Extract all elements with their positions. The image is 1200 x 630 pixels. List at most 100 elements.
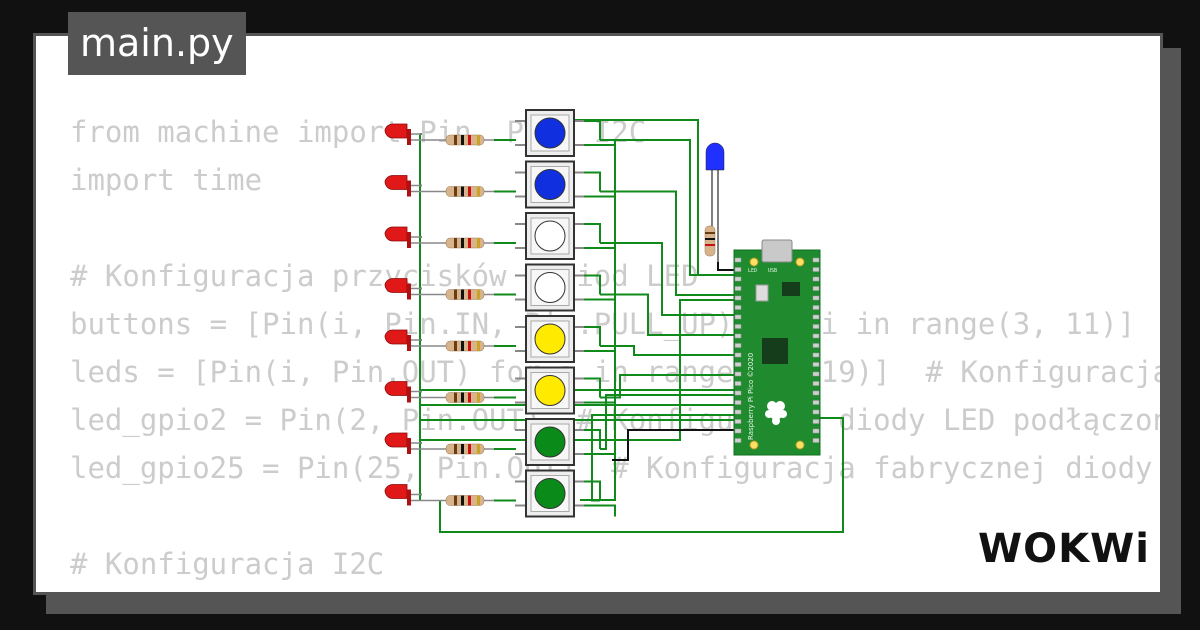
board-pin <box>812 352 820 358</box>
file-tab[interactable]: main.py <box>68 12 246 75</box>
button-pin <box>515 429 525 431</box>
resistor-band <box>477 444 480 454</box>
resistor-band <box>468 495 471 506</box>
wire <box>584 274 601 295</box>
resistor[interactable] <box>440 340 494 352</box>
button-pin <box>515 171 525 174</box>
resistor-band <box>454 392 457 403</box>
led-rim <box>407 438 411 454</box>
push-button[interactable] <box>515 109 584 157</box>
led-body <box>384 278 408 293</box>
button-pin <box>515 326 525 328</box>
board-pin <box>734 324 742 329</box>
board-pin <box>734 438 742 443</box>
wire <box>584 171 601 192</box>
resistor-band <box>454 135 457 145</box>
led[interactable] <box>384 175 440 197</box>
wire <box>612 429 738 461</box>
board-pin <box>734 295 742 301</box>
button-pin <box>574 429 584 431</box>
board-pin <box>734 390 742 396</box>
board-pin <box>734 314 742 320</box>
resistor-band <box>454 444 457 454</box>
board-pin <box>812 371 820 377</box>
button-pin <box>515 401 525 404</box>
button-pin <box>574 144 584 146</box>
resistor[interactable] <box>440 237 494 249</box>
wire <box>584 247 616 259</box>
led[interactable] <box>384 484 440 506</box>
board-pin <box>812 343 820 348</box>
resistor-band <box>461 289 464 300</box>
button-pin <box>515 377 525 380</box>
resistor-band <box>468 289 471 300</box>
resistor[interactable] <box>440 134 494 146</box>
wire <box>584 480 601 501</box>
push-button[interactable] <box>515 263 584 312</box>
push-button[interactable] <box>515 366 584 415</box>
board-pin <box>734 352 742 358</box>
led-body <box>384 123 408 139</box>
resistor-band <box>454 341 457 351</box>
wire <box>600 242 738 316</box>
led-body <box>384 226 408 242</box>
resistor-column <box>440 134 494 506</box>
push-button[interactable] <box>515 469 584 518</box>
led-rim <box>407 489 411 506</box>
resistor[interactable] <box>440 289 494 300</box>
board-pin <box>734 371 742 377</box>
resistor[interactable] <box>440 186 494 197</box>
wire <box>584 144 616 156</box>
led[interactable] <box>384 381 440 403</box>
push-button[interactable] <box>515 418 584 466</box>
button-cap <box>534 426 566 458</box>
pico-board[interactable]: USB LED Raspberry Pi Pico ©2020 <box>733 239 821 456</box>
resistor-band <box>468 238 471 248</box>
button-pin <box>515 120 525 122</box>
resistor[interactable] <box>440 443 494 455</box>
button-cap <box>534 272 566 303</box>
button-pin <box>574 480 584 483</box>
board-pin <box>734 276 742 282</box>
board-pin <box>812 390 820 396</box>
resistor-band <box>477 238 480 248</box>
board-pin <box>734 286 742 291</box>
board-pin <box>734 400 742 405</box>
status-led[interactable] <box>704 142 725 262</box>
board-pin <box>734 333 742 339</box>
wire <box>584 326 601 346</box>
push-button[interactable] <box>515 315 584 363</box>
led[interactable] <box>384 432 440 454</box>
led[interactable] <box>384 278 440 300</box>
wire <box>584 429 601 449</box>
bootsel-button[interactable] <box>755 284 769 302</box>
button-pin <box>574 120 584 122</box>
button-pin <box>574 350 584 352</box>
resistor[interactable] <box>440 392 494 403</box>
push-button[interactable] <box>515 160 584 209</box>
led-column <box>384 123 440 506</box>
wire <box>420 299 738 441</box>
led[interactable] <box>384 226 440 248</box>
button-cap <box>534 117 566 149</box>
wire <box>580 141 616 501</box>
button-pin <box>574 401 584 404</box>
board-pin <box>734 419 742 424</box>
board-pins <box>734 257 820 443</box>
led[interactable] <box>384 329 440 351</box>
wire <box>584 120 601 140</box>
led[interactable] <box>384 123 440 145</box>
button-cap <box>534 169 566 200</box>
resistor-band <box>461 444 464 454</box>
wire <box>717 262 738 271</box>
resistor[interactable] <box>440 495 494 506</box>
button-pin <box>574 274 584 277</box>
wokwi-logo: WOKWi <box>978 526 1150 572</box>
button-pin <box>574 171 584 174</box>
wire <box>584 298 616 311</box>
push-button[interactable] <box>515 212 584 260</box>
wire <box>600 345 738 356</box>
wire <box>600 190 738 296</box>
board-pin <box>812 276 820 282</box>
